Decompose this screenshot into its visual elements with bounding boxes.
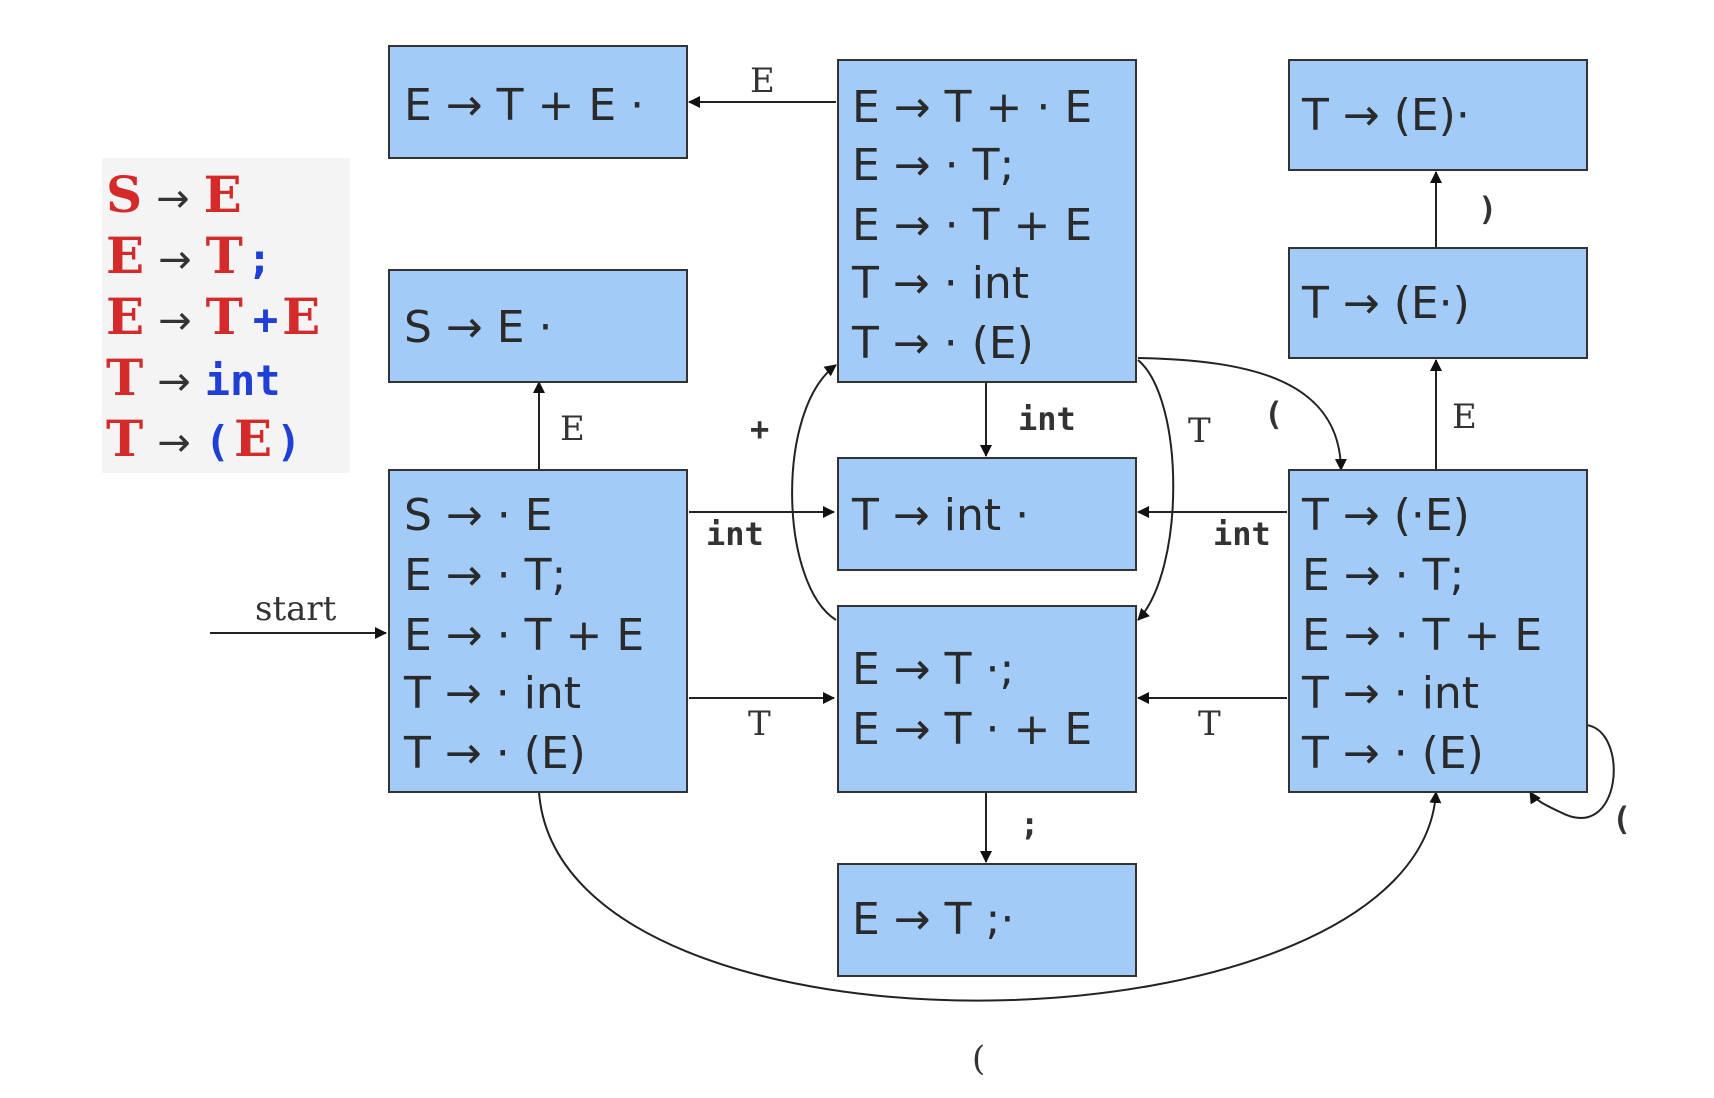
grammar-rule-arrow: → <box>157 420 191 466</box>
grammar-rule: E → T; <box>106 226 272 285</box>
state-start-box <box>388 469 688 793</box>
grammar-rule: T → int <box>106 348 281 407</box>
grammar-rule-lhs: T <box>106 348 143 407</box>
state-item: T → int · <box>851 490 1029 541</box>
grammar-rule-symbol: int <box>205 356 281 405</box>
state-paren-e: T → (E·) <box>1288 247 1588 359</box>
edge-label-start-to-int: int <box>706 515 764 553</box>
grammar-rule: E→T+E <box>106 287 320 346</box>
state-start: S → · E E → · T; E → · T + E T → · int T… <box>388 469 688 793</box>
edge-labels: start E int T ( + E int T ( ; int T E ) … <box>255 61 1631 1079</box>
state-te-done-box <box>388 45 688 159</box>
grammar-rule: S → E <box>106 165 242 224</box>
state-int-done: T → int · <box>837 457 1137 571</box>
grammar-rule-symbol: E <box>282 287 320 346</box>
state-t-box <box>837 605 1137 793</box>
state-plus: E → T + · E E → · T; E → · T + E T → · i… <box>837 59 1137 383</box>
state-item: T → · int <box>403 668 581 719</box>
grammar-rule-symbol: E <box>234 409 272 468</box>
state-item: E → T ;· <box>852 894 1014 945</box>
state-item: T → · int <box>1301 668 1479 719</box>
state-semi-done-box <box>837 863 1137 977</box>
state-paren-e-box <box>1288 247 1588 359</box>
state-item: E → · T; <box>404 550 566 601</box>
edge-label-t-to-plus: + <box>750 410 769 448</box>
state-item: T → · (E) <box>1301 728 1484 779</box>
state-item: E → · T + E <box>1302 610 1542 661</box>
edge-label-plus-to-t: T <box>1188 411 1211 451</box>
state-item: T → · int <box>851 258 1029 309</box>
state-item: E → · T + E <box>404 610 644 661</box>
state-se-done-box <box>388 269 688 383</box>
state-item: T → · (E) <box>403 728 586 779</box>
edge-label-start: start <box>255 589 337 629</box>
edge-plus-to-paren <box>1137 357 1347 471</box>
state-item: S → · E <box>404 490 553 541</box>
grammar-background <box>102 158 350 473</box>
state-t: E → T ·; E → T · + E <box>837 605 1137 793</box>
state-item: T → · (E) <box>851 318 1034 369</box>
state-paren-open: T → (·E) E → · T; E → · T + E T → · int … <box>1288 469 1588 793</box>
edge-paren-self-loop <box>1529 724 1615 819</box>
edge-start-to-paren <box>538 791 1442 1002</box>
grammar-rule-lhs: S <box>106 165 142 224</box>
edge-label-t-to-semi: ; <box>1020 805 1039 843</box>
state-paren-done-box <box>1288 59 1588 171</box>
grammar-rule-symbol: T <box>206 287 243 346</box>
state-item: T → (·E) <box>1301 490 1470 541</box>
grammar-rule-arrow: → <box>158 298 192 344</box>
edge-label-start-to-se: E <box>560 409 585 449</box>
edge-label-paren-to-int: int <box>1213 515 1271 553</box>
state-item: E → T + E · <box>404 80 644 131</box>
grammar-rule-symbol: ( <box>205 417 230 466</box>
grammar-rule-symbol: E <box>204 165 242 224</box>
state-item: E → · T; <box>852 140 1014 191</box>
edge-label-plus-to-paren: ( <box>1264 395 1283 433</box>
state-semi-done: E → T ;· <box>837 863 1137 977</box>
edge-plus-to-t <box>1137 359 1175 621</box>
state-item: E → T · + E <box>852 704 1092 755</box>
grammar-rule-symbol: + <box>253 295 278 344</box>
edge-label-paren-to-t: T <box>1198 704 1221 744</box>
grammar-rule-symbol: T <box>206 226 243 285</box>
grammar-rule-lhs: E <box>106 226 144 285</box>
edges <box>210 96 1615 1002</box>
edge-label-paren-to-parene: E <box>1452 397 1477 437</box>
grammar-rule-arrow: → <box>157 359 191 405</box>
state-int-done-box <box>837 457 1137 571</box>
grammar-rule-arrow: → <box>158 237 192 283</box>
state-paren-done: T → (E)· <box>1288 59 1588 171</box>
state-paren-open-box <box>1288 469 1588 793</box>
edge-label-start-to-paren: ( <box>972 1039 985 1079</box>
edge-label-parene-to-done: ) <box>1478 190 1497 228</box>
edge-label-plus-to-te: E <box>750 61 775 101</box>
edge-label-start-to-t: T <box>748 704 771 744</box>
state-item: T → (E·) <box>1301 278 1470 329</box>
edge-t-to-plus <box>791 364 837 621</box>
state-se-done: S → E · <box>388 269 688 383</box>
state-item: E → · T; <box>1302 550 1464 601</box>
grammar-rule: T → (E) <box>106 409 301 468</box>
state-item: T → (E)· <box>1301 90 1470 141</box>
grammar-rule-lhs: E <box>106 287 144 346</box>
state-item: E → · T + E <box>852 200 1092 251</box>
state-item: E → T + · E <box>852 82 1092 133</box>
state-item: S → E · <box>404 302 553 353</box>
edge-label-plus-to-int: int <box>1018 400 1076 438</box>
grammar-rule-symbol: ; <box>247 234 272 283</box>
grammar-rule-lhs: T <box>106 409 143 468</box>
edge-label-paren-self: ( <box>1612 800 1631 838</box>
grammar-rule-arrow: → <box>156 176 190 222</box>
state-item: E → T ·; <box>852 644 1014 695</box>
state-te-done: E → T + E · <box>388 45 688 159</box>
grammar-rule-symbol: ) <box>276 417 301 466</box>
state-plus-box <box>837 59 1137 383</box>
